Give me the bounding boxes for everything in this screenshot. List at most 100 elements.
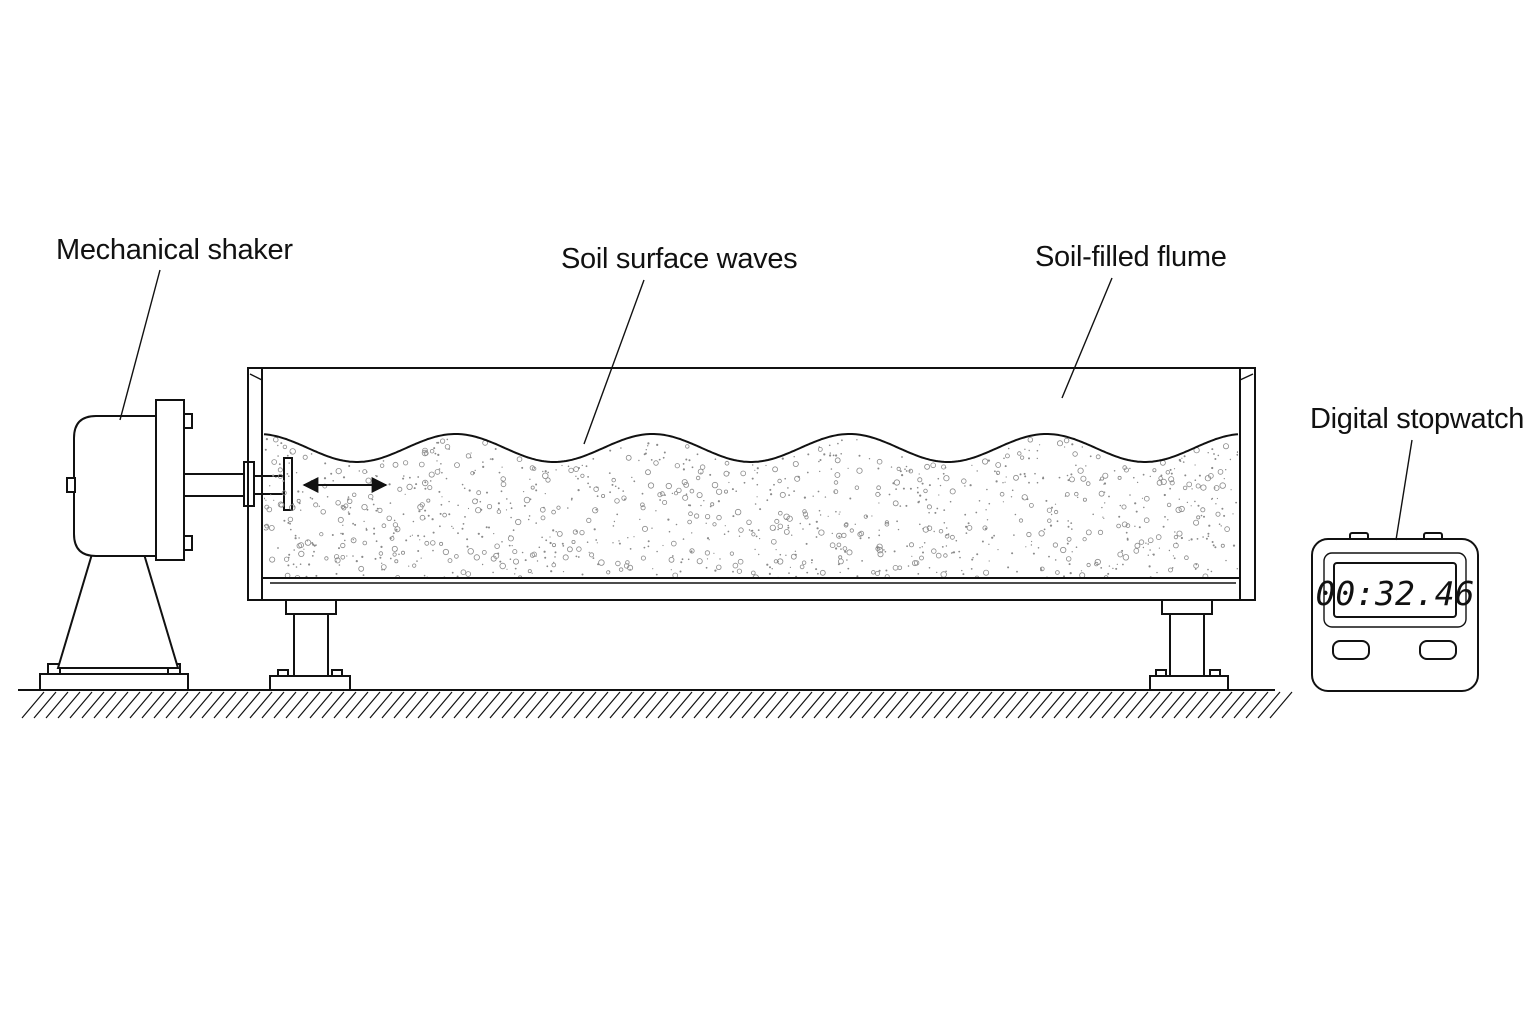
soil-grain xyxy=(1178,505,1185,513)
soil-grain xyxy=(849,528,854,533)
soil-grain xyxy=(358,470,360,472)
soil-grain xyxy=(705,522,707,524)
soil-grain xyxy=(1173,542,1179,549)
soil-grain xyxy=(1217,469,1224,475)
soil-grain xyxy=(904,468,906,471)
soil-grain xyxy=(868,536,870,539)
soil-grain xyxy=(1196,538,1199,540)
soil-grain xyxy=(1210,570,1213,573)
hatch-line xyxy=(1209,691,1233,719)
soil-grain xyxy=(947,533,950,535)
soil-grain xyxy=(1113,470,1116,472)
soil-grain xyxy=(1138,526,1141,529)
soil-grain xyxy=(402,460,409,466)
soil-grain xyxy=(823,453,826,456)
soil-grain xyxy=(1232,513,1234,515)
hatch-line xyxy=(1197,691,1221,719)
soil-grain xyxy=(667,518,670,521)
soil-grain xyxy=(434,452,437,455)
soil-grain xyxy=(1183,455,1186,458)
soil-grain xyxy=(710,502,715,507)
soil-grain xyxy=(1014,513,1017,516)
soil-grain xyxy=(278,463,281,466)
soil-grain xyxy=(709,505,712,508)
soil-grain xyxy=(1169,468,1172,471)
soil-grain xyxy=(829,542,836,548)
soil-grain xyxy=(1207,568,1209,571)
soil-grain xyxy=(1207,532,1210,535)
soil-grain xyxy=(542,470,544,473)
soil-grain xyxy=(912,560,919,567)
soil-grain xyxy=(647,442,650,445)
soil-grain xyxy=(446,438,449,441)
soil-grain xyxy=(679,570,682,573)
soil-grain xyxy=(587,482,589,485)
soil-grain xyxy=(1178,498,1181,500)
soil-grain xyxy=(543,550,546,553)
soil-grain xyxy=(264,497,266,500)
soil-grain xyxy=(784,477,786,480)
soil-grain xyxy=(388,483,391,486)
soil-grain xyxy=(1153,554,1155,556)
soil-grain xyxy=(567,546,573,553)
hatch-line xyxy=(765,691,789,719)
soil-grain xyxy=(1075,546,1078,548)
soil-grain xyxy=(806,471,809,474)
hatch-line xyxy=(513,691,537,719)
ground xyxy=(18,689,1293,719)
soil-grain xyxy=(513,558,520,565)
soil-grain xyxy=(1141,497,1144,499)
soil-grain xyxy=(777,478,782,484)
soil-grain xyxy=(696,453,699,456)
soil-grain xyxy=(703,500,705,502)
soil-grain xyxy=(647,540,650,543)
soil-grain xyxy=(921,482,924,485)
soil-grain xyxy=(320,509,326,515)
hatch-line xyxy=(117,691,141,719)
soil-grain xyxy=(1004,465,1007,468)
soil-grain xyxy=(398,553,400,556)
soil-grain xyxy=(959,556,961,559)
soil-grain xyxy=(422,447,428,454)
soil-grain xyxy=(1208,473,1214,479)
soil-grain xyxy=(391,545,398,552)
stopwatch-left-button[interactable] xyxy=(1332,640,1370,660)
soil-grain xyxy=(540,515,546,521)
soil-grain xyxy=(378,551,384,556)
soil-grain xyxy=(545,477,551,483)
soil-grain xyxy=(368,493,374,500)
hatch-line xyxy=(381,691,405,719)
soil-grain xyxy=(372,503,375,506)
soil-grain xyxy=(875,491,881,497)
soil-grain xyxy=(1071,551,1073,553)
soil-grain xyxy=(1082,497,1087,502)
soil-grain xyxy=(521,551,524,554)
soil-grain xyxy=(324,556,329,561)
soil-grain xyxy=(1108,565,1111,567)
soil-grain xyxy=(279,502,285,508)
soil-grain xyxy=(788,572,790,574)
soil-grain xyxy=(1107,572,1110,575)
soil-grain xyxy=(892,500,899,507)
soil-grain xyxy=(362,469,368,475)
soil-grain xyxy=(324,462,327,465)
hatch-line xyxy=(309,691,333,719)
soil-grain xyxy=(704,550,711,556)
soil-grain xyxy=(839,571,841,574)
soil-grain xyxy=(551,562,557,568)
soil-grain xyxy=(506,498,508,500)
soil-grain xyxy=(271,459,278,465)
hatch-line xyxy=(405,691,429,719)
soil-grain xyxy=(439,541,444,546)
soil-grain xyxy=(1166,502,1172,508)
soil-grain xyxy=(793,490,795,492)
soil-grain xyxy=(981,458,989,465)
soil-grain xyxy=(625,454,632,461)
soil-grain xyxy=(1133,476,1135,479)
soil-grain xyxy=(802,509,807,514)
stopwatch-right-button[interactable] xyxy=(1419,640,1457,660)
soil-grain xyxy=(1196,515,1201,520)
hatch-line xyxy=(1077,691,1101,719)
soil-grain xyxy=(412,563,417,568)
soil-grain xyxy=(1122,554,1130,561)
